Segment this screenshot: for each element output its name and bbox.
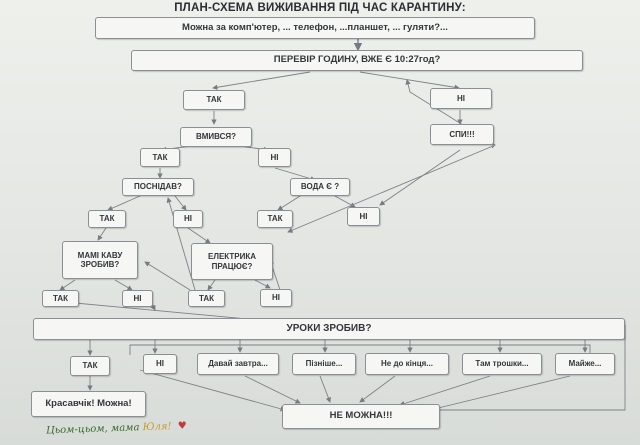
node-washed-yes: ТАК [140, 148, 180, 167]
node-hw-no: НІ [143, 354, 177, 374]
node-good: Красавчік! Можна! [31, 391, 146, 417]
node-washed: ВМИВСЯ? [180, 127, 252, 147]
node-time-yes: ТАК [183, 90, 245, 110]
node-hw-tomorrow: Давай завтра... [197, 353, 279, 375]
node-ate-yes: ТАК [88, 210, 126, 228]
node-sleep: СПИ!!! [430, 124, 494, 145]
page-title: ПЛАН-СХЕМА ВИЖИВАННЯ ПІД ЧАС КАРАНТИНУ: [174, 2, 466, 14]
node-hw-little: Там трошки... [462, 353, 542, 375]
node-hw-yes: ТАК [70, 356, 110, 376]
node-hw-not-done: Не до кінця... [365, 353, 449, 375]
node-washed-no: НІ [258, 148, 291, 167]
node-homework: УРОКИ ЗРОБИВ? [33, 318, 625, 340]
node-ate-no: НІ [173, 210, 203, 228]
node-coffee: МАМІ КАВУ ЗРОБИВ? [62, 241, 138, 279]
node-ate: ПОСНІДАВ? [122, 178, 194, 196]
node-cannot: НЕ МОЖНА!!! [282, 404, 440, 429]
node-electric-no: НІ [260, 289, 292, 307]
node-hw-almost: Майже... [555, 353, 615, 375]
node-hw-later: Пізніше... [292, 353, 356, 375]
node-water-no: НІ [347, 207, 380, 226]
node-water-yes: ТАК [257, 210, 293, 228]
node-coffee-no: НІ [122, 290, 153, 307]
node-water: ВОДА Є ? [290, 178, 350, 196]
node-electric-yes: ТАК [188, 290, 225, 307]
node-time-no: НІ [430, 88, 492, 109]
signature-name: Юля! [142, 421, 172, 434]
node-check-time: ПЕРЕВІР ГОДИНУ, ВЖЕ Є 10:27год? [131, 50, 583, 71]
node-top-question: Можна за комп'ютер, ... телефон, ...план… [95, 17, 535, 39]
node-electric: ЕЛЕКТРИКА ПРАЦЮЄ? [191, 243, 273, 280]
node-coffee-yes: ТАК [42, 290, 79, 307]
heart-icon: ♥ [177, 420, 187, 432]
